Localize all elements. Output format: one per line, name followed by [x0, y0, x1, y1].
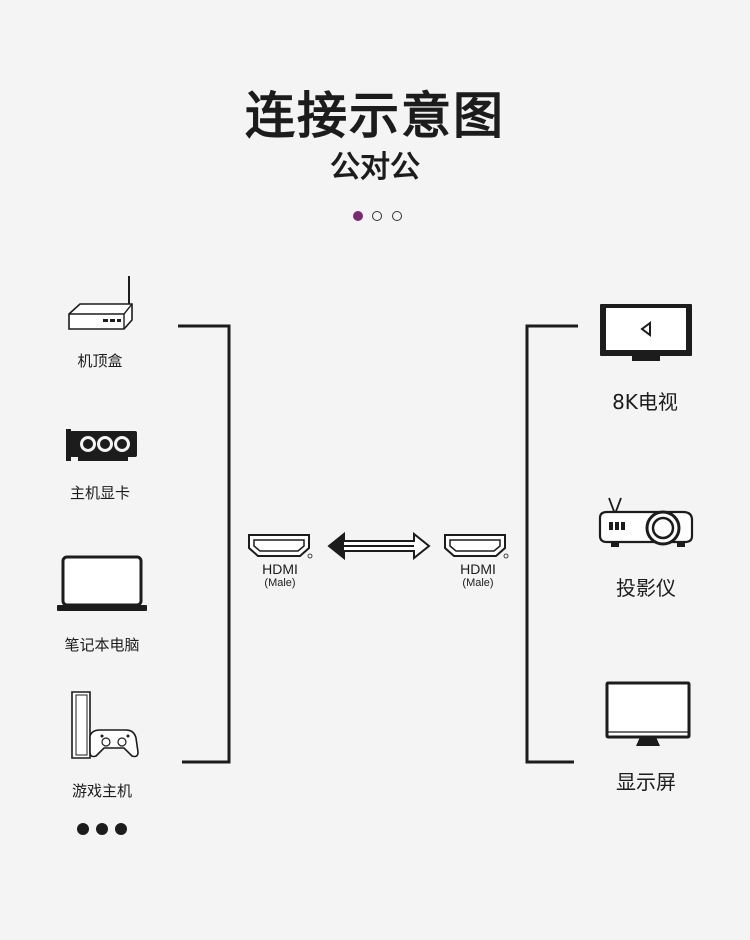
device-label-graphics-card: 主机显卡	[69, 484, 130, 502]
double-arrow-icon	[327, 531, 431, 561]
pager-dot-active[interactable]	[353, 211, 363, 221]
device-label-tv: 8K电视	[612, 390, 678, 414]
more-dot	[96, 823, 108, 835]
tv-icon	[600, 304, 692, 361]
hdmi-right-label: HDMI (Male)	[438, 561, 518, 590]
laptop-icon	[57, 555, 147, 611]
device-label-laptop: 笔记本电脑	[64, 636, 140, 654]
device-label-set-top-box: 机顶盒	[77, 352, 123, 370]
device-label-game-console: 游戏主机	[71, 782, 132, 800]
page-title: 连接示意图	[245, 87, 505, 145]
pager-dot[interactable]	[392, 211, 402, 221]
pager-dot[interactable]	[372, 211, 382, 221]
device-label-projector: 投影仪	[616, 576, 676, 600]
graphics-card-icon	[66, 429, 137, 461]
hdmi-left-name: HDMI	[262, 561, 298, 577]
right-bracket-line	[525, 324, 578, 764]
monitor-icon	[605, 681, 691, 746]
hdmi-right-type: (Male)	[462, 577, 494, 589]
page-subtitle: 公对公	[330, 150, 420, 185]
device-label-monitor: 显示屏	[616, 770, 676, 794]
hdmi-connector-left-icon	[248, 534, 313, 559]
hdmi-connector-right-icon	[444, 534, 509, 559]
left-bracket-line	[178, 324, 231, 764]
hdmi-left-label: HDMI (Male)	[240, 561, 320, 590]
projector-icon	[598, 497, 694, 547]
hdmi-left-type: (Male)	[264, 577, 296, 589]
router-icon	[68, 276, 133, 330]
more-dot	[115, 823, 127, 835]
game-console-icon	[71, 691, 139, 759]
more-dot	[77, 823, 89, 835]
hdmi-right-name: HDMI	[460, 561, 496, 577]
